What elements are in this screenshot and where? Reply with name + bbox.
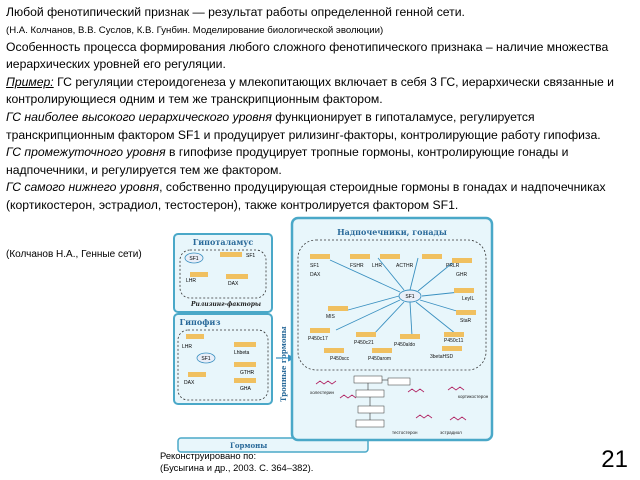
paragraph-1: Любой фенотипический признак — результат…: [6, 5, 465, 19]
gene-label: GHA: [240, 386, 252, 392]
steroid-label: кортикостерон: [458, 394, 489, 399]
gene-label: PRLR: [446, 263, 460, 269]
low-level-lead: ГС самого нижнего уровня: [6, 180, 160, 195]
hypothalamus-title: Гипоталамус: [193, 237, 254, 247]
slide-text: Любой фенотипический признак — результат…: [6, 4, 636, 215]
page-number: 21: [601, 446, 628, 473]
gene-label: P450c21: [354, 340, 374, 346]
caption-line-2: (Бусыгина и др., 2003. С. 364–382).: [160, 462, 314, 473]
paragraph-2: Особенность процесса формирования любого…: [6, 39, 609, 72]
caption-line-1: Реконструировано по:: [160, 450, 257, 461]
gene-label: SF1: [405, 294, 414, 300]
tropic-hormones-label: Тропные гормоны: [279, 326, 288, 402]
paragraph-5: ГС промежуточного уровня в гипофизе прод…: [6, 144, 636, 179]
gene-label: P450aldo: [394, 342, 415, 348]
gene-label: P450c11: [444, 338, 464, 344]
mid-level-lead: ГС промежуточного уровня: [6, 145, 166, 160]
gene-label: GHR: [456, 272, 468, 278]
gene-label: GTHR: [240, 370, 255, 376]
gene-label: ACTHR: [396, 263, 414, 269]
gene-label: DAX: [184, 380, 195, 386]
gene-label: SF1: [189, 256, 198, 262]
mid-level-text: в гипофизе продуцирует тропные гормоны, …: [6, 145, 569, 177]
gene-label: LHR: [186, 278, 196, 284]
gene-label: P450c17: [308, 336, 328, 342]
example-text: ГС регуляции стероидогенеза у млекопитаю…: [6, 74, 614, 107]
gene-label: FSHR: [350, 263, 364, 269]
pituitary-box: [173, 313, 273, 405]
hormones-label: Гормоны: [230, 441, 267, 450]
paragraph-1-ref: (Н.А. Колчанов, В.В. Суслов, К.В. Гунбин…: [6, 24, 384, 36]
paragraph-3: Пример: ГС регуляции стероидогенеза у мл…: [6, 74, 636, 109]
gene-label: LHR: [372, 263, 382, 269]
adrenal-gonads-box: [290, 216, 494, 442]
gene-label: DAX: [310, 272, 321, 278]
steroid-label: тестостерон: [392, 430, 418, 435]
figure-caption: Реконструировано по: (Бусыгина и др., 20…: [160, 450, 313, 474]
adrenal-gonads-title: Надпочечники, гонады: [337, 227, 447, 237]
low-level-text: , собственно продуцирующая стероидные го…: [6, 180, 606, 212]
hormones-box: [177, 437, 369, 453]
paragraph-6: ГС самого нижнего уровня, собственно про…: [6, 179, 636, 214]
gene-label: Lhbeta: [234, 350, 250, 356]
releasing-factors-label: Рилизинг-факторы: [190, 301, 261, 308]
left-reference: (Колчанов Н.А., Генные сети): [6, 249, 142, 260]
gene-label: SF1: [246, 253, 255, 259]
gene-label: SF1: [201, 356, 210, 362]
gene-label: LHR: [182, 344, 192, 350]
gene-label: StaR: [460, 318, 472, 324]
gene-label: 3betaHSD: [430, 354, 453, 360]
pituitary-title: Гипофиз: [180, 317, 221, 327]
paragraph-4: ГС наиболее высокого иерархического уров…: [6, 109, 636, 144]
sf1-node-hyp: [184, 252, 204, 264]
gene-label: DAX: [228, 281, 239, 287]
steroid-label: эстрадиол: [440, 430, 462, 435]
gene-label: MIS: [326, 314, 336, 320]
gene-label: P450arom: [368, 356, 391, 362]
example-lead: Пример:: [6, 74, 54, 89]
gene-network-diagram: Гипоталамус SF1 SF1 LHR DAX Рилизинг-фак…: [173, 216, 494, 453]
gene-label: LeyIL: [462, 296, 474, 302]
gene-label: P450scc: [330, 356, 350, 362]
sf1-node-pit: [196, 352, 216, 364]
top-level-text: функционирует в гипоталамусе, регулирует…: [6, 109, 601, 142]
top-level-lead: ГС наиболее высокого иерархического уров…: [6, 109, 272, 124]
steroid-label: холестерин: [310, 390, 335, 395]
gene-label: SF1: [310, 263, 319, 269]
